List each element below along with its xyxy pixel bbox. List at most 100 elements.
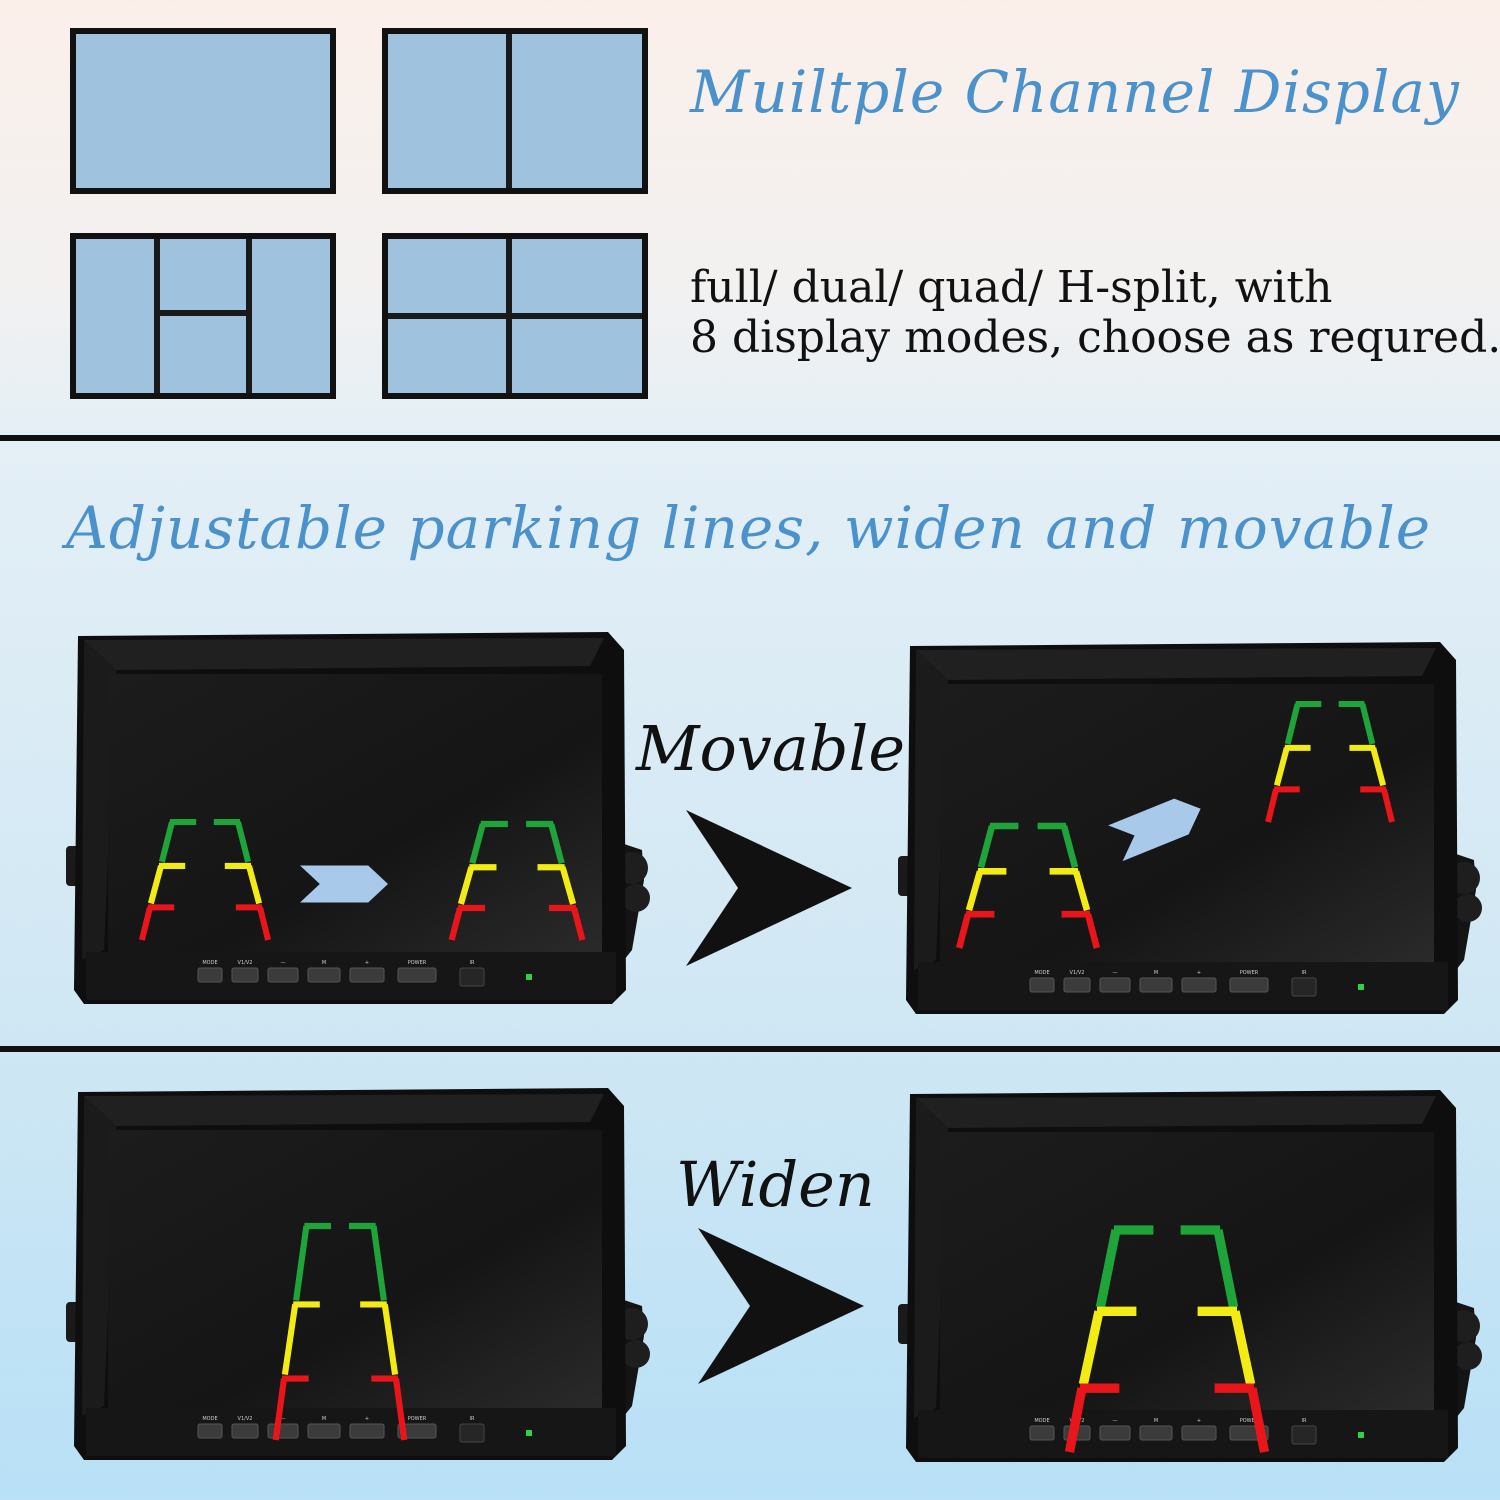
pane	[76, 34, 330, 188]
monitor-widen-before: MODE V1/V2 — M + POWER IR	[64, 1086, 654, 1466]
monitor-button: V1/V2	[231, 960, 259, 983]
parking-guide-lines	[1265, 701, 1395, 823]
monitor-button: +	[349, 960, 385, 983]
monitor-button: V1/V2	[231, 1416, 259, 1439]
monitor-button: +	[1181, 970, 1217, 993]
power-led	[1358, 1432, 1364, 1438]
monitor-button: +	[1181, 1418, 1217, 1441]
svg-text:POWER: POWER	[408, 1416, 427, 1422]
widen-label: Widen	[676, 1148, 875, 1221]
monitor-button: MODE	[1029, 970, 1055, 993]
svg-text:POWER: POWER	[1240, 1418, 1259, 1424]
parking-guide-lines	[272, 1222, 408, 1441]
channel-description-line-1: full/ dual/ quad/ H-split, with	[690, 262, 1333, 313]
monitor-button: —	[1099, 1418, 1131, 1441]
pane	[76, 239, 154, 393]
svg-text:+: +	[365, 960, 369, 966]
sunshade-hood	[916, 648, 1436, 680]
svg-text:POWER: POWER	[1240, 970, 1259, 976]
pane	[388, 239, 506, 313]
sunshade-side	[914, 650, 948, 970]
sunshade-side	[82, 640, 116, 960]
channel-description-line-2: 8 display modes, choose as requred.	[690, 312, 1500, 363]
monitor-button: POWER	[1229, 970, 1269, 993]
svg-text:M: M	[1154, 970, 1158, 976]
ir-sensor: IR	[459, 960, 485, 987]
parking-guide-lines	[448, 820, 586, 941]
svg-text:M: M	[322, 960, 326, 966]
svg-text:+: +	[365, 1416, 369, 1422]
chevron-arrow-icon	[300, 865, 388, 903]
monitor-button: M	[1139, 970, 1173, 993]
svg-text:V1/V2: V1/V2	[1070, 970, 1085, 976]
pane	[388, 34, 506, 188]
power-led	[1358, 984, 1364, 990]
sunshade-hood	[84, 1094, 604, 1126]
svg-text:IR: IR	[470, 960, 475, 966]
monitor-button: MODE	[1029, 1418, 1055, 1441]
pane	[252, 239, 330, 393]
layout-quad-diagram	[382, 233, 648, 399]
sunshade-hood	[916, 1096, 1436, 1128]
pane	[160, 316, 246, 393]
power-led	[526, 1430, 532, 1436]
parking-guide-lines	[138, 818, 272, 941]
monitor-button: MODE	[197, 960, 223, 983]
mount-knob	[1454, 1342, 1482, 1370]
svg-text:MODE: MODE	[202, 960, 217, 966]
layout-dual-diagram	[382, 28, 648, 194]
pane	[512, 319, 642, 393]
pane	[160, 239, 246, 310]
svg-text:—: —	[1113, 1418, 1118, 1424]
sunshade-hood	[84, 638, 604, 670]
ir-sensor: IR	[459, 1416, 485, 1443]
monitor-screen	[108, 1130, 602, 1408]
section-title-parking-lines: Adjustable parking lines, widen and mova…	[66, 494, 1432, 562]
svg-text:MODE: MODE	[1034, 1418, 1049, 1424]
svg-text:MODE: MODE	[202, 1416, 217, 1422]
ir-sensor: IR	[1291, 970, 1317, 997]
monitor-movable-after: MODE V1/V2 — M + POWER IR	[896, 640, 1486, 1020]
monitor-button: M	[307, 960, 341, 983]
svg-text:—: —	[281, 960, 286, 966]
svg-text:M: M	[1154, 1418, 1158, 1424]
monitor-movable-before: MODE V1/V2 — M + POWER IR	[64, 630, 654, 1010]
monitor-button: MODE	[197, 1416, 223, 1439]
svg-text:IR: IR	[1302, 1418, 1307, 1424]
layout-h-split-diagram	[70, 233, 336, 399]
monitor-button: M	[1139, 1418, 1173, 1441]
svg-text:MODE: MODE	[1034, 970, 1049, 976]
monitor-button: —	[1099, 970, 1131, 993]
svg-text:V1/V2: V1/V2	[238, 1416, 253, 1422]
parking-guide-lines	[1064, 1225, 1270, 1453]
monitor-button: M	[307, 1416, 341, 1439]
pane	[512, 239, 642, 313]
svg-text:+: +	[1197, 1418, 1201, 1424]
right-arrow-icon	[698, 1228, 864, 1384]
svg-text:—: —	[1113, 970, 1118, 976]
svg-text:POWER: POWER	[408, 960, 427, 966]
svg-text:M: M	[322, 1416, 326, 1422]
mount-knob	[622, 1340, 650, 1368]
parking-guide-lines	[955, 822, 1101, 949]
monitor-button: —	[267, 960, 299, 983]
movable-label: Movable	[636, 712, 906, 785]
svg-text:IR: IR	[470, 1416, 475, 1422]
monitor-screen	[940, 1132, 1434, 1410]
pane	[512, 34, 642, 188]
section-divider	[0, 435, 1500, 441]
pane	[388, 319, 506, 393]
section-title-channel-display: Muiltple Channel Display	[690, 58, 1460, 126]
svg-text:V1/V2: V1/V2	[238, 960, 253, 966]
layout-full-diagram	[70, 28, 336, 194]
svg-text:—: —	[281, 1416, 286, 1422]
sunshade-side	[82, 1096, 116, 1416]
right-arrow-icon	[686, 810, 852, 966]
section-divider	[0, 1046, 1500, 1052]
power-led	[526, 974, 532, 980]
monitor-screen	[108, 674, 602, 952]
svg-text:+: +	[1197, 970, 1201, 976]
sunshade-side	[914, 1098, 948, 1418]
mount-knob	[1454, 894, 1482, 922]
